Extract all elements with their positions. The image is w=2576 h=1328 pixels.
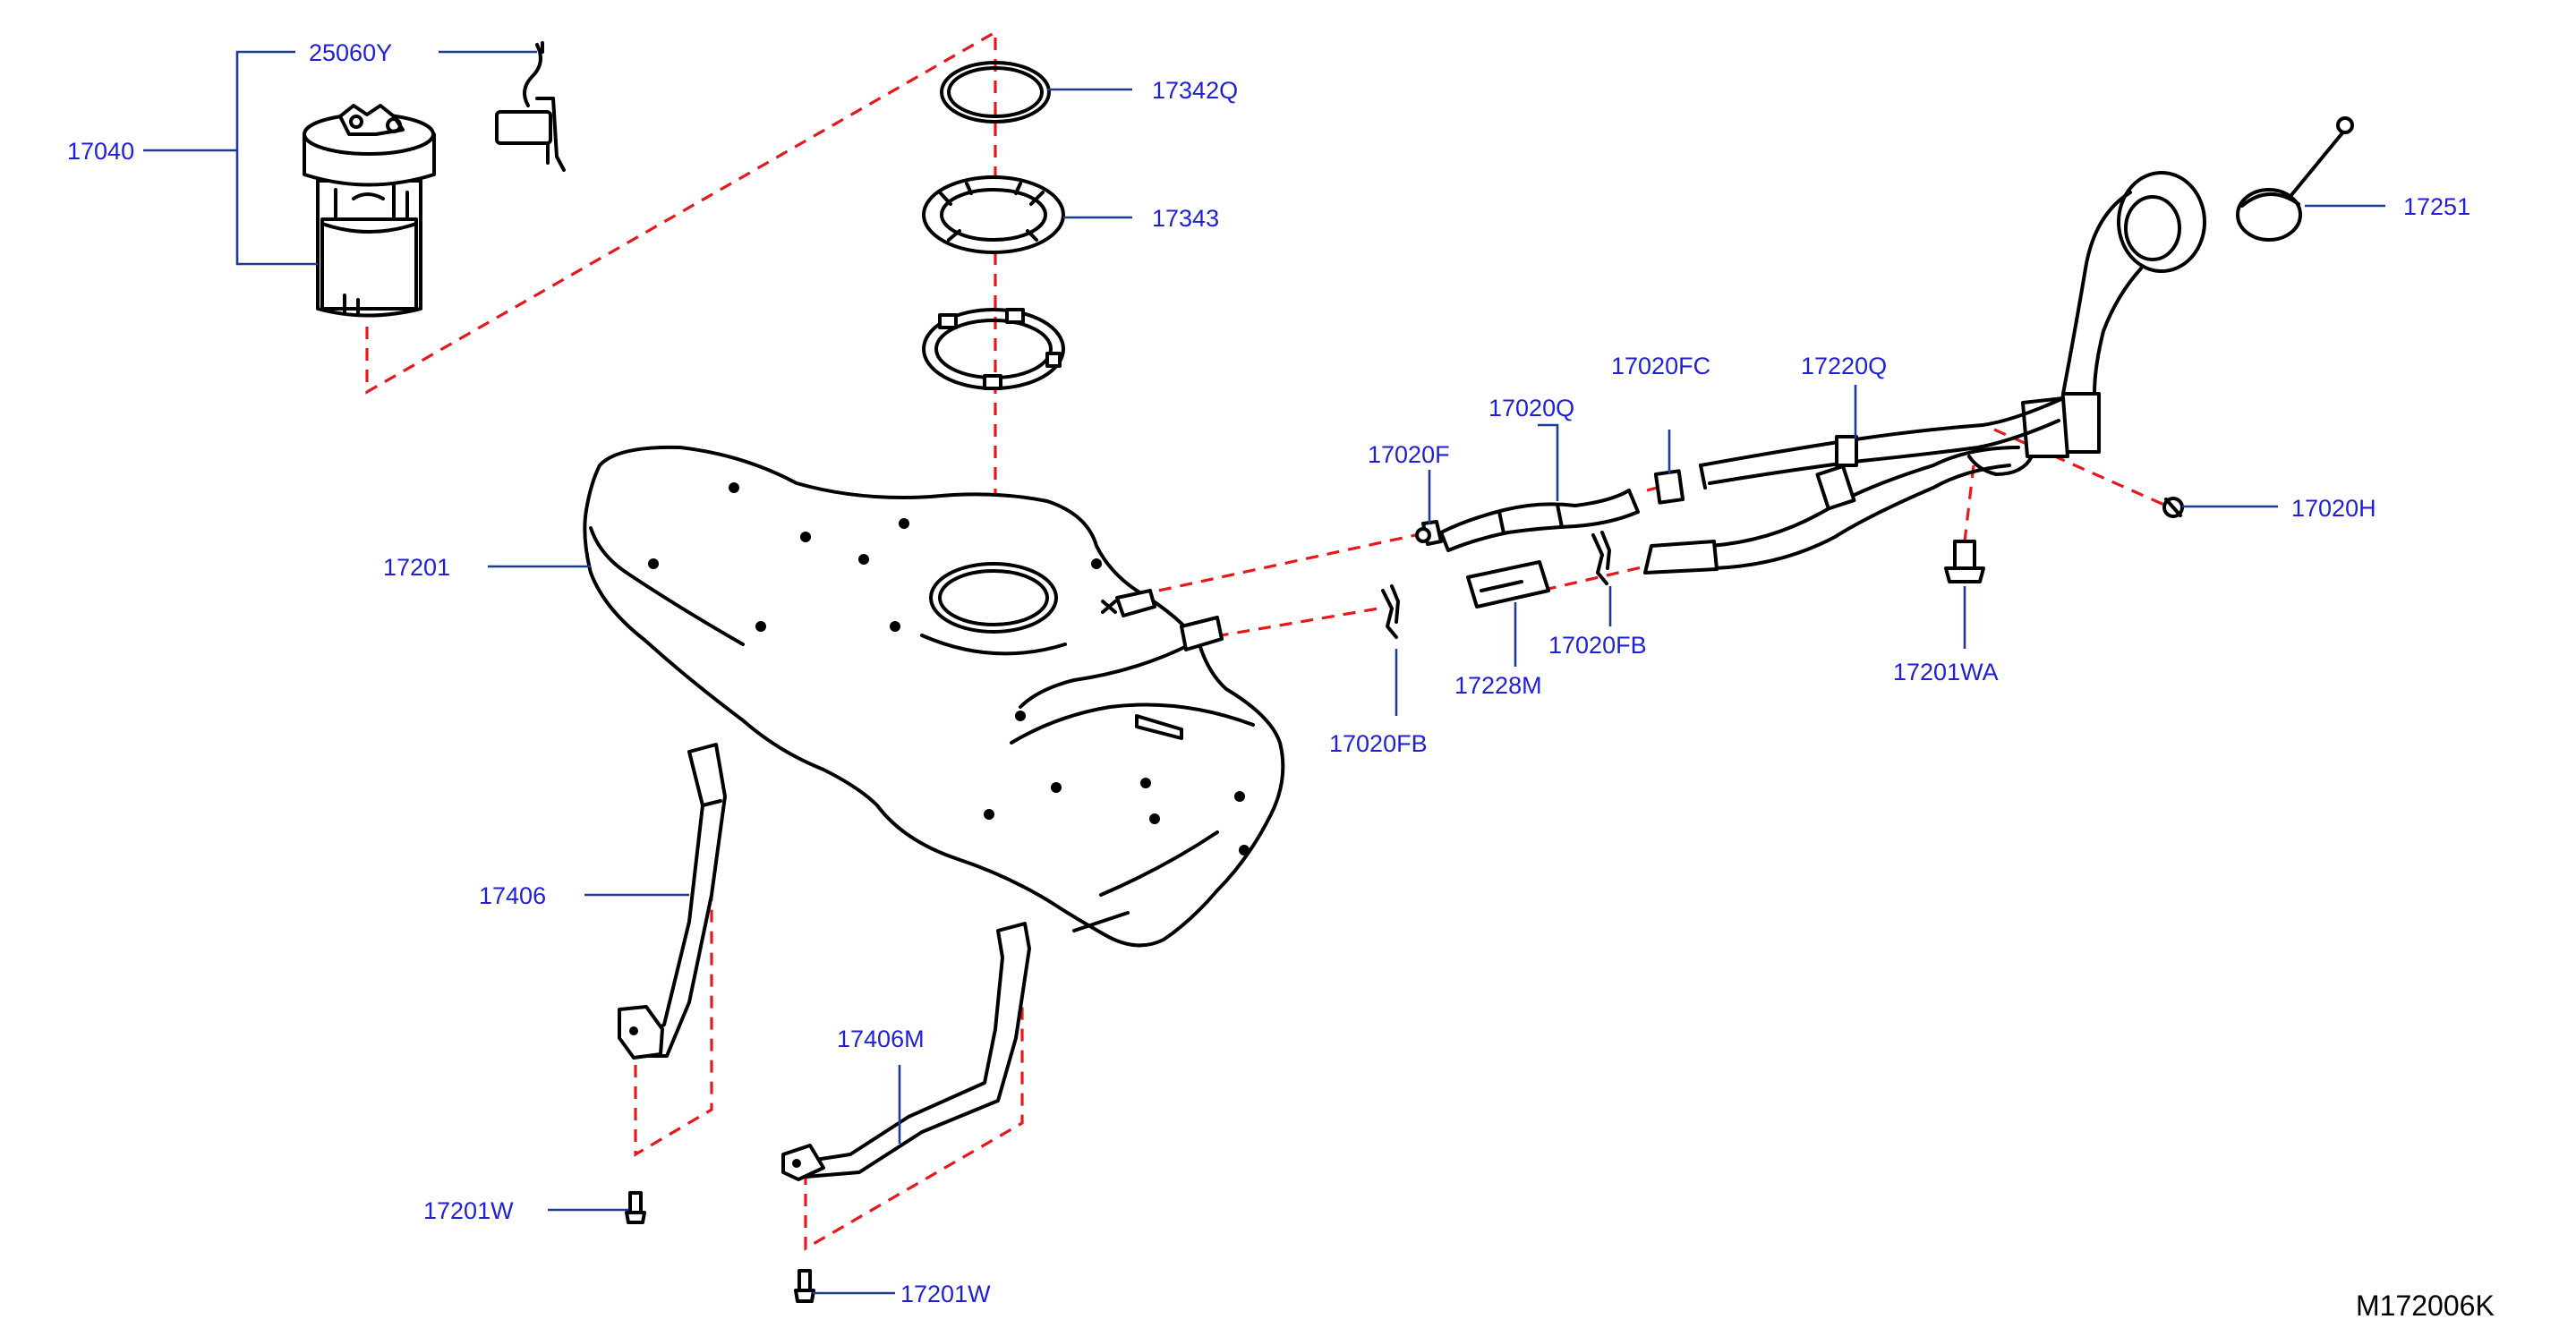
lock-ring (922, 175, 1065, 254)
label-17020h: 17020H (2291, 495, 2376, 522)
filler-tube-assembly (1643, 171, 2206, 575)
label-17201w-lower: 17201W (900, 1281, 991, 1307)
label-17020fb-left: 17020FB (1329, 730, 1428, 757)
label-17406m: 17406M (837, 1026, 925, 1052)
hose-protector (1466, 560, 1550, 609)
label-17201wa: 17201WA (1893, 659, 1999, 685)
hose-clamp-f (1415, 520, 1443, 546)
retainer-ring (922, 308, 1065, 390)
fuel-pump-module (303, 104, 436, 318)
band-bolt-upper (625, 1191, 646, 1224)
tank-band-right (781, 922, 1031, 1181)
label-17228m: 17228M (1454, 672, 1542, 699)
label-25060y: 25060Y (309, 39, 392, 66)
tank-o-ring (940, 61, 1051, 123)
label-17020f: 17020F (1368, 441, 1450, 468)
hose-clamp-fc (1653, 469, 1685, 505)
band-bolt-lower (794, 1269, 815, 1303)
diagram-code: M172006K (2356, 1290, 2495, 1322)
label-17201: 17201 (383, 554, 450, 581)
label-17406: 17406 (479, 882, 546, 909)
hose-clamp-fb-left (1381, 584, 1400, 639)
label-17201w-upper: 17201W (423, 1197, 514, 1224)
assembly-dashed-lines (365, 30, 2167, 1251)
label-17040: 17040 (67, 138, 134, 165)
label-17343: 17343 (1152, 205, 1219, 232)
label-17220q: 17220Q (1801, 353, 1887, 379)
filler-bolt (1944, 540, 1985, 583)
fuel-filler-cap (2236, 116, 2354, 242)
fuel-filler-hose (1439, 489, 1640, 552)
filler-screw (2162, 497, 2184, 518)
tank-band-left (618, 743, 727, 1060)
leader-lines (143, 50, 2385, 1295)
part-number-labels: 25060Y 17040 17342Q 17343 17251 17020FC … (67, 39, 2495, 1322)
hose-clamp-fb-right (1591, 531, 1611, 585)
fuel-tank (583, 445, 1285, 948)
label-17251: 17251 (2403, 193, 2470, 220)
label-17020fb-right: 17020FB (1548, 632, 1647, 659)
label-17342q: 17342Q (1152, 77, 1238, 104)
fuel-level-sender (495, 41, 566, 172)
label-17020fc: 17020FC (1611, 353, 1710, 379)
label-17020q: 17020Q (1488, 395, 1574, 421)
